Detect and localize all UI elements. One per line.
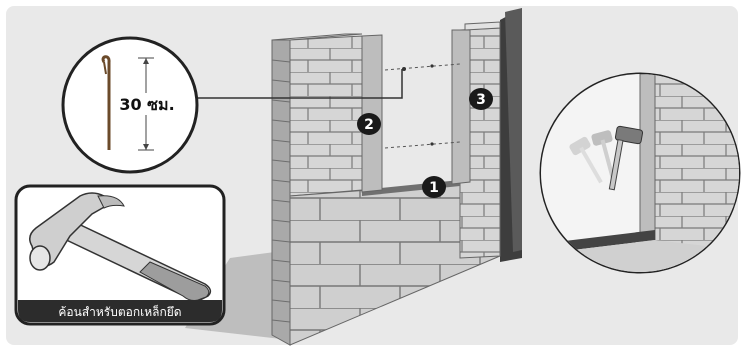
nail-detail-inset: 30 ซม. <box>63 38 197 172</box>
step-badge-1: 1 <box>422 176 446 198</box>
svg-text:3: 3 <box>476 92 486 108</box>
svg-text:2: 2 <box>364 117 374 133</box>
step-badge-3: 3 <box>469 88 493 110</box>
nail-length-label: 30 ซม. <box>119 95 174 114</box>
svg-text:1: 1 <box>429 180 439 196</box>
step-badge-2: 2 <box>357 113 381 135</box>
hammer-inset: ค้อนสำหรับตอกเหล็กยึด <box>16 186 224 324</box>
hammer-caption: ค้อนสำหรับตอกเหล็กยึด <box>58 304 181 319</box>
